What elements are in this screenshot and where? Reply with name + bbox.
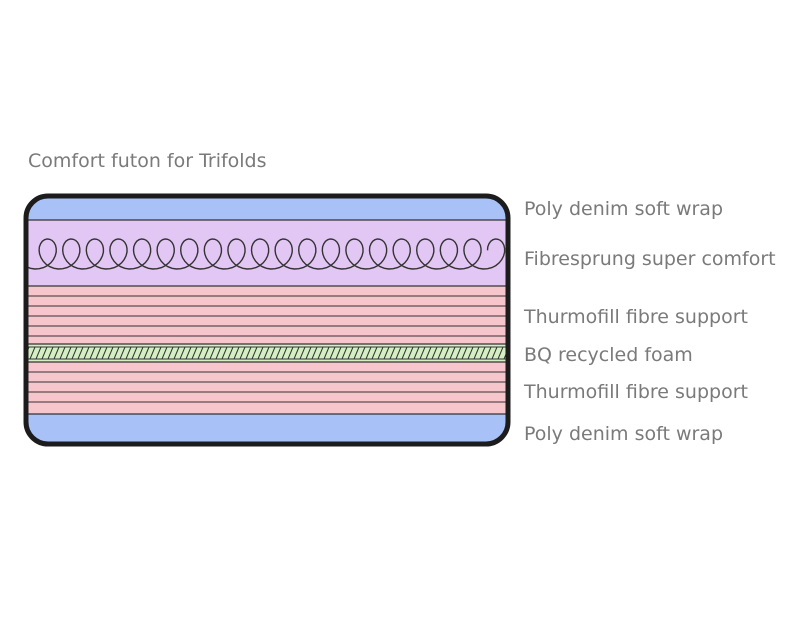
rope-strand	[257, 346, 264, 360]
rope-strand	[407, 346, 414, 360]
rope-strand	[473, 346, 480, 360]
layer-label-recycled-foam: BQ recycled foam	[524, 344, 693, 366]
rope-strand	[323, 346, 330, 360]
rope-strand	[479, 346, 486, 360]
rope-strand	[461, 346, 468, 360]
rope-strand	[335, 346, 342, 360]
thurmofill-bottom-layer	[26, 362, 508, 414]
rope-strand	[125, 346, 132, 360]
rope-strand	[419, 346, 426, 360]
rope-strand	[353, 346, 360, 360]
rope-strand	[221, 346, 228, 360]
rope-strand	[317, 346, 324, 360]
rope-strand	[311, 346, 318, 360]
rope-strand	[107, 346, 114, 360]
rope-strand	[95, 346, 102, 360]
rope-strand	[89, 346, 96, 360]
top-denim-wrap-layer	[26, 196, 508, 220]
rope-strand	[197, 346, 204, 360]
rope-strand	[245, 346, 252, 360]
rope-strand	[341, 346, 348, 360]
rope-strand	[491, 346, 498, 360]
rope-strand	[77, 346, 84, 360]
rope-strand	[113, 346, 120, 360]
rope-strand	[437, 346, 444, 360]
rope-strand	[179, 346, 186, 360]
rope-strand	[359, 346, 366, 360]
fibresprung-layer	[26, 220, 508, 286]
thurmofill-bottom-lines	[26, 371, 508, 403]
rope-strand	[155, 346, 162, 360]
rope-strand	[467, 346, 474, 360]
rope-strand	[485, 346, 492, 360]
mattress-outline	[23, 193, 511, 447]
rope-strand	[65, 346, 72, 360]
thurmofill-top-lines	[26, 295, 508, 337]
rope-strand	[401, 346, 408, 360]
rope-strand	[29, 346, 36, 360]
rope-strand	[149, 346, 156, 360]
rope-strand	[239, 346, 246, 360]
rope-strand	[233, 346, 240, 360]
rope-strand	[131, 346, 138, 360]
fibresprung-coil	[26, 238, 506, 270]
rope-strand	[347, 346, 354, 360]
rope-strand	[215, 346, 222, 360]
rope-strand	[161, 346, 168, 360]
recycled-foam-rope	[26, 346, 515, 360]
rope-strand	[47, 346, 54, 360]
rope-strand	[383, 346, 390, 360]
rope-strand	[167, 346, 174, 360]
rope-strand	[371, 346, 378, 360]
rope-strand	[41, 346, 48, 360]
rope-strand	[71, 346, 78, 360]
rope-strand	[305, 346, 312, 360]
rope-strand	[251, 346, 258, 360]
diagram-title: Comfort futon for Trifolds	[28, 150, 267, 172]
rope-strand	[101, 346, 108, 360]
layer-label-bottom-denim: Poly denim soft wrap	[524, 423, 724, 445]
rope-strand	[35, 346, 42, 360]
layer-label-thurmofill-top: Thurmofill fibre support	[524, 306, 748, 328]
rope-strand	[389, 346, 396, 360]
rope-strand	[413, 346, 420, 360]
rope-strand	[510, 347, 515, 359]
rope-strand	[329, 346, 336, 360]
rope-strand	[269, 346, 276, 360]
rope-strand	[143, 346, 150, 360]
rope-strand	[377, 346, 384, 360]
bottom-denim-wrap-layer	[26, 414, 508, 444]
rope-strand	[59, 346, 66, 360]
rope-strand	[263, 346, 270, 360]
rope-strand	[209, 346, 216, 360]
layer-label-fibresprung: Fibresprung super comfort	[524, 248, 776, 270]
thurmofill-top-layer	[26, 286, 508, 344]
rope-strand	[203, 346, 210, 360]
rope-strand	[443, 346, 450, 360]
rope-strand	[227, 346, 234, 360]
rope-strand	[299, 346, 306, 360]
rope-strand	[365, 346, 372, 360]
rope-strand	[293, 346, 300, 360]
rope-strand	[455, 346, 462, 360]
rope-strand	[185, 346, 192, 360]
rope-strand	[449, 346, 456, 360]
rope-strand	[497, 346, 504, 360]
rope-strand	[83, 346, 90, 360]
rope-strand	[191, 346, 198, 360]
rope-strand	[431, 346, 438, 360]
layer-separators	[26, 219, 508, 415]
layer-label-thurmofill-bottom: Thurmofill fibre support	[524, 381, 748, 403]
rope-strand	[53, 346, 60, 360]
rope-strand	[173, 346, 180, 360]
rope-strand	[119, 346, 126, 360]
rope-strand	[425, 346, 432, 360]
layer-label-top-denim: Poly denim soft wrap	[524, 198, 724, 220]
rope-strand	[137, 346, 144, 360]
rope-strand	[275, 346, 282, 360]
rope-strand	[395, 346, 402, 360]
rope-strand	[287, 346, 294, 360]
rope-strand	[281, 346, 288, 360]
